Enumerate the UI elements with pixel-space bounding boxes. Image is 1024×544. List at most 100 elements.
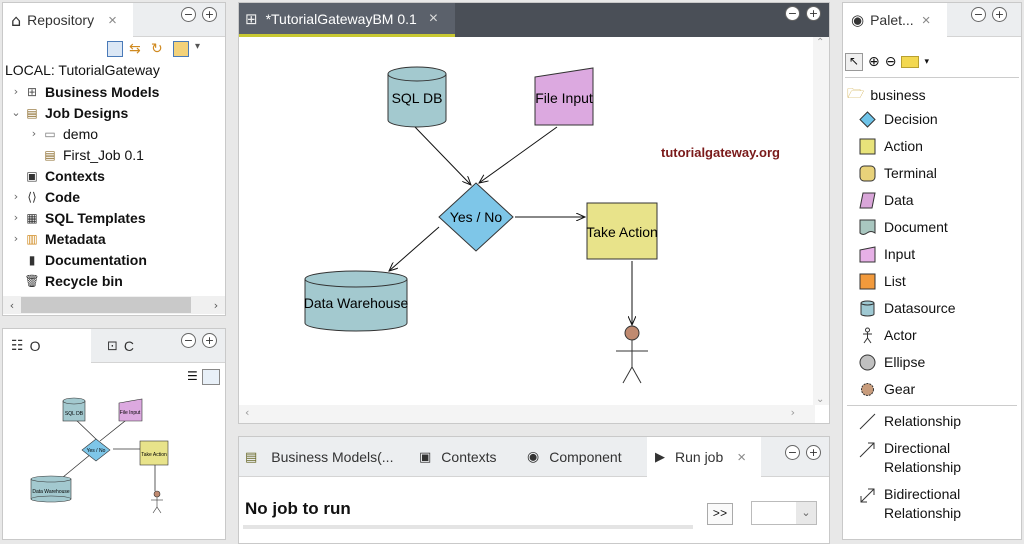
maximize-button[interactable]: + xyxy=(992,7,1007,22)
palette-item-label: Action xyxy=(884,138,923,154)
repository-hscrollbar[interactable]: ‹ › xyxy=(3,296,225,314)
palette-item-list[interactable]: List xyxy=(859,269,906,293)
scroll-left-icon[interactable]: ‹ xyxy=(9,298,15,312)
chevron-down-icon[interactable]: ⌄ xyxy=(796,502,816,524)
chevron-right-icon[interactable]: › xyxy=(13,190,19,203)
minimize-button[interactable]: − xyxy=(181,7,196,22)
tab-contexts[interactable]: ▣ Contexts xyxy=(411,437,505,477)
close-icon[interactable]: × xyxy=(921,11,931,29)
tab-editor[interactable]: ⊞ *TutorialGatewayBM 0.1 × xyxy=(239,3,455,37)
run-select[interactable]: ⌄ xyxy=(751,501,817,525)
note-tool-icon[interactable] xyxy=(901,56,920,68)
scroll-down-icon[interactable]: ⌄ xyxy=(816,394,825,405)
palette-item-terminal[interactable]: Terminal xyxy=(859,161,937,185)
bidirectional-relationship-icon xyxy=(860,488,875,503)
node-sql-db[interactable]: SQL DB xyxy=(387,66,447,128)
connector-sqldb-decision[interactable] xyxy=(414,126,471,185)
collapse-all-icon[interactable] xyxy=(107,41,123,57)
close-icon[interactable]: × xyxy=(737,448,747,466)
scroll-right-icon[interactable]: › xyxy=(213,298,219,312)
watermark-text: tutorialgateway.org xyxy=(661,145,780,160)
scroll-thumb[interactable] xyxy=(21,297,191,313)
minimize-button[interactable]: − xyxy=(785,445,800,460)
close-icon[interactable]: × xyxy=(108,11,117,29)
tab-business-models[interactable]: ▤ Business Models(... xyxy=(239,437,401,477)
chevron-down-icon[interactable]: ▾ xyxy=(924,57,929,67)
refresh-icon[interactable]: ↻ xyxy=(151,41,163,57)
mini-data-warehouse-label: Data Warehouse xyxy=(32,489,70,495)
palette-item-label: Actor xyxy=(884,327,917,343)
node-actor[interactable] xyxy=(616,325,648,384)
outline-minimap[interactable]: SQL DB File Input Yes / No Take Action D… xyxy=(3,379,226,539)
tab-code-viewer[interactable]: ⊡ C xyxy=(99,329,159,363)
node-data-warehouse[interactable]: Data Warehouse xyxy=(304,270,409,332)
scroll-left-icon[interactable]: ‹ xyxy=(245,406,250,419)
tab-outline[interactable]: ☷ O xyxy=(3,329,91,363)
tree-item-job-designs[interactable]: ⌄ ▤ Job Designs xyxy=(9,102,128,123)
chevron-right-icon[interactable]: › xyxy=(13,211,19,224)
tab-run-job[interactable]: ▶ Run job × xyxy=(647,437,761,477)
node-decision[interactable]: Yes / No xyxy=(438,182,514,252)
palette-item-ellipse[interactable]: Ellipse xyxy=(859,350,925,374)
palette-item-actor[interactable]: Actor xyxy=(859,323,917,347)
palette-item-label: Directional xyxy=(884,440,951,456)
palette-item-data[interactable]: Data xyxy=(859,188,914,212)
tree-item-contexts[interactable]: ▣ Contexts xyxy=(23,165,105,186)
maximize-button[interactable]: + xyxy=(202,7,217,22)
chevron-right-icon[interactable]: › xyxy=(31,127,37,140)
minimize-button[interactable]: − xyxy=(971,7,986,22)
overview-icon[interactable] xyxy=(201,369,220,385)
tree-item-documentation[interactable]: ▮ Documentation xyxy=(23,249,147,270)
tab-repository[interactable]: ⌂ Repository × xyxy=(3,3,133,37)
palette-item-input[interactable]: Input xyxy=(859,242,915,266)
maximize-button[interactable]: + xyxy=(202,333,217,348)
view-menu-icon[interactable]: ▾ xyxy=(195,41,201,52)
zoom-out-icon[interactable]: ⊖ xyxy=(884,54,897,70)
palette-item-bidirectional-relationship[interactable]: Bidirectional Relationship xyxy=(859,485,961,523)
tree-item-business-models[interactable]: › ⊞ Business Models xyxy=(9,81,160,102)
tree-item-sql-templates[interactable]: › ▦ SQL Templates xyxy=(9,207,146,228)
palette-item-document[interactable]: Document xyxy=(859,215,948,239)
chevron-down-icon[interactable]: ⌄ xyxy=(11,106,21,119)
chevron-right-icon[interactable]: › xyxy=(13,232,19,245)
zoom-in-icon[interactable]: ⊕ xyxy=(868,54,880,70)
node-take-action[interactable]: Take Action xyxy=(586,202,658,260)
tree-item-recycle-bin[interactable]: 🗑 Recycle bin xyxy=(23,270,122,291)
tree-item-first-job[interactable]: ▤ First_Job 0.1 xyxy=(41,144,144,165)
connector-decision-warehouse[interactable] xyxy=(389,226,440,271)
select-tool-icon[interactable]: ↖ xyxy=(845,53,863,71)
palette-icon: ◉ xyxy=(527,449,540,465)
close-icon[interactable]: × xyxy=(428,9,439,27)
tree-item-demo[interactable]: › ▭ demo xyxy=(27,123,98,144)
editor-vscrollbar[interactable]: ⌃ ⌄ xyxy=(813,37,829,405)
palette-item-relationship[interactable]: Relationship xyxy=(859,409,961,433)
scroll-right-icon[interactable]: › xyxy=(790,406,795,419)
tree-view-icon[interactable]: ☰ xyxy=(187,369,198,383)
filter-icon[interactable] xyxy=(173,41,189,57)
tree-item-code[interactable]: › ⟨⟩ Code xyxy=(9,186,80,207)
tree-item-metadata[interactable]: › ▥ Metadata xyxy=(9,228,106,249)
link-icon[interactable]: ⇆ xyxy=(129,41,141,57)
node-yes-no-label: Yes / No xyxy=(450,209,503,225)
palette-item-datasource[interactable]: Datasource xyxy=(859,296,956,320)
palette-item-decision[interactable]: Decision xyxy=(859,107,938,131)
maximize-button[interactable]: + xyxy=(806,6,821,21)
minimize-button[interactable]: − xyxy=(181,333,196,348)
minimize-button[interactable]: − xyxy=(785,6,800,21)
connector-fileinput-decision[interactable] xyxy=(479,126,558,183)
palette-item-action[interactable]: Action xyxy=(859,134,923,158)
chevron-right-icon[interactable]: › xyxy=(13,85,19,98)
palette-item-gear[interactable]: Gear xyxy=(859,377,915,401)
editor-hscrollbar[interactable]: ‹ › xyxy=(239,405,815,423)
scroll-up-icon[interactable]: ⌃ xyxy=(816,37,825,48)
job-icon: ▤ xyxy=(44,147,56,162)
node-file-input[interactable]: File Input xyxy=(534,67,594,126)
maximize-button[interactable]: + xyxy=(806,445,821,460)
trash-icon: 🗑 xyxy=(24,273,40,288)
tab-palette[interactable]: ◉ Palet... × xyxy=(843,3,947,37)
diagram-canvas[interactable]: SQL DB File Input tutorialgateway.org Ye… xyxy=(239,37,813,405)
run-button[interactable]: >> xyxy=(707,503,733,525)
palette-item-directional-relationship[interactable]: Directional Relationship xyxy=(859,439,961,477)
palette-folder-business[interactable]: 🗁 business xyxy=(847,83,926,107)
tab-component[interactable]: ◉ Component xyxy=(519,437,630,477)
